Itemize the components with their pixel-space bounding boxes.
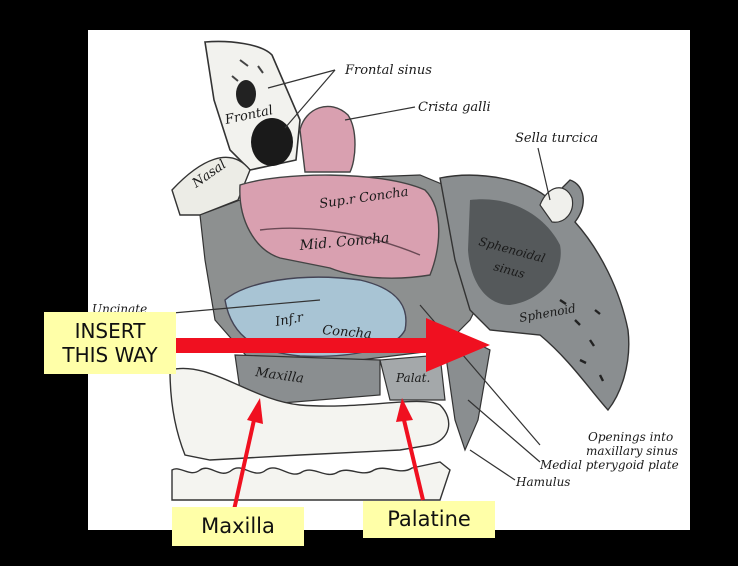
label-sella-turcica: Sella turcica (515, 131, 598, 146)
palatine-arrow-shaft (402, 419, 425, 501)
maxilla-bone (234, 354, 381, 406)
sphenoidal-sinus-cavity (468, 199, 561, 305)
insert-arrow-shaft (176, 338, 434, 353)
palatine-callout: Palatine (363, 501, 495, 538)
maxilla-arrow-shaft (232, 419, 256, 511)
insert-callout-line1: INSERT (74, 319, 146, 343)
frontal-sinus-cavity-small (236, 80, 256, 108)
maxilla-callout: Maxilla (172, 507, 304, 546)
insert-callout-line2: THIS WAY (62, 343, 158, 367)
label-palat: Palat. (395, 371, 430, 385)
frontal-bone-texture (231, 59, 264, 96)
label-maxilla-bone: Maxilla (253, 365, 304, 387)
label-inf-concha-2: Concha (322, 323, 373, 342)
insert-this-way-callout: INSERT THIS WAY (44, 312, 176, 374)
red-arrows (176, 318, 490, 511)
sphenoid-texture (559, 299, 605, 382)
label-medial-pterygoid: Medial pterygoid plate (539, 458, 679, 472)
concha-fold-line (259, 227, 421, 256)
label-mid-concha: Mid. Concha (298, 230, 390, 254)
palatine-arrow-head (396, 398, 413, 422)
hard-palate (169, 367, 450, 461)
label-frontal-sinus: Frontal sinus (344, 63, 432, 78)
insert-arrow-head (426, 318, 490, 372)
label-openings-2: maxillary sinus (586, 444, 678, 458)
maxilla-arrow-head (247, 398, 263, 424)
label-inf-concha-1: Inf.r (273, 310, 305, 330)
crista-galli (299, 105, 356, 173)
superior-middle-concha (239, 174, 440, 279)
label-hamulus: Hamulus (515, 475, 570, 489)
frontal-sinus-cavity (251, 118, 293, 166)
sella-turcica-shape (539, 187, 574, 223)
label-crista-galli: Crista galli (418, 100, 491, 115)
label-openings-1: Openings into (588, 430, 673, 444)
